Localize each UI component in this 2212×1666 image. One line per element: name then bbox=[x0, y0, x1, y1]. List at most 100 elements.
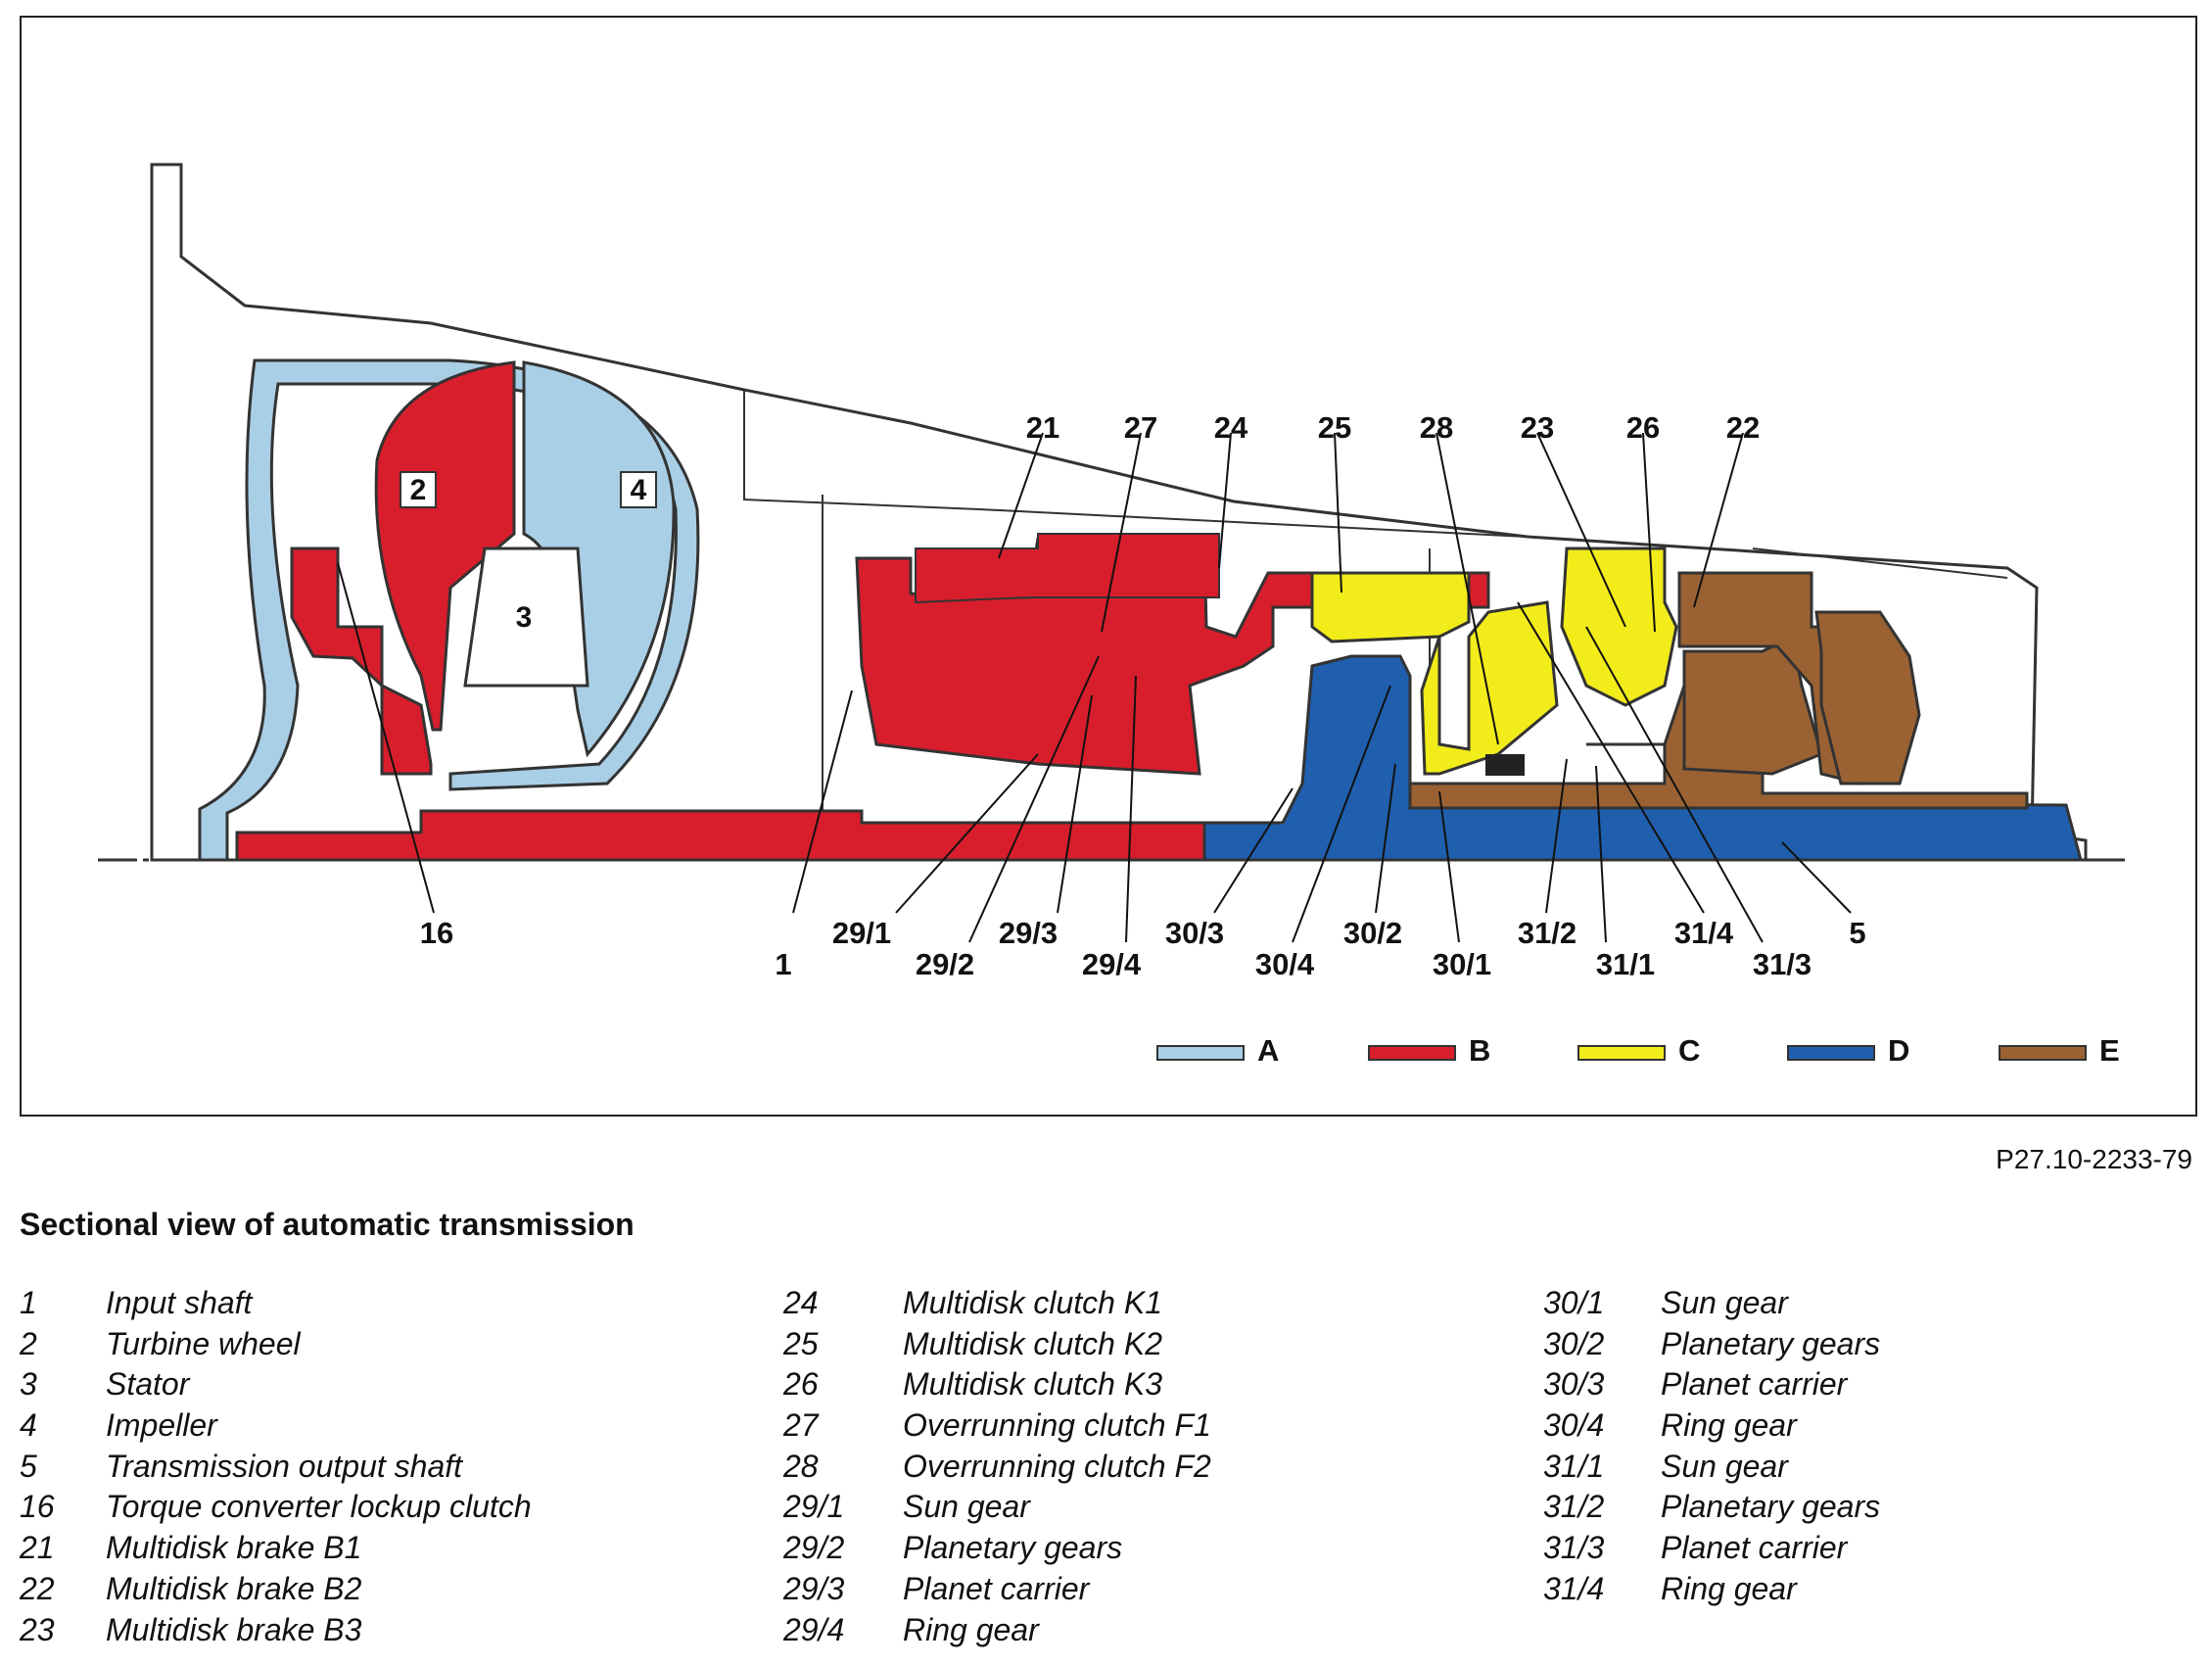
legend-number: 21 bbox=[20, 1530, 55, 1566]
leader-lines bbox=[337, 432, 1852, 943]
clutch-K2-C bbox=[1310, 571, 1559, 776]
key-swatch-B bbox=[1368, 1045, 1456, 1061]
legend-item: 29/4 Ring gear bbox=[783, 1610, 1211, 1651]
legend-label: Sun gear bbox=[1661, 1448, 1788, 1484]
legend-number: 16 bbox=[20, 1489, 55, 1525]
key-letter-D: D bbox=[1888, 1033, 1909, 1068]
legend-label: Input shaft bbox=[106, 1285, 253, 1320]
legend-number: 31/3 bbox=[1543, 1530, 1605, 1566]
callout-27: 27 bbox=[1124, 410, 1157, 445]
legend-label: Transmission output shaft bbox=[106, 1448, 463, 1484]
legend-number: 27 bbox=[783, 1407, 819, 1444]
callout-29-4: 29/4 bbox=[1082, 947, 1142, 981]
stator bbox=[463, 547, 589, 688]
key-letter-B: B bbox=[1469, 1033, 1490, 1068]
legend-label: Ring gear bbox=[1661, 1570, 1797, 1606]
legend-item: 16 Torque converter lockup clutch bbox=[20, 1487, 532, 1528]
label-impeller: 4 bbox=[631, 474, 647, 506]
legend-label: Planetary gears bbox=[1661, 1325, 1881, 1361]
legend-item: 30/2 Planetary gears bbox=[1543, 1324, 1880, 1365]
callout-5: 5 bbox=[1849, 916, 1865, 950]
legend-number: 29/2 bbox=[783, 1530, 845, 1566]
legend-label: Torque converter lockup clutch bbox=[106, 1489, 532, 1525]
key-letter-E: E bbox=[2099, 1033, 2120, 1068]
legend-item: 31/4 Ring gear bbox=[1543, 1569, 1880, 1610]
legend-label: Overrunning clutch F1 bbox=[903, 1407, 1211, 1444]
legend-number: 22 bbox=[20, 1570, 55, 1606]
callout-31-2: 31/2 bbox=[1518, 916, 1577, 950]
legend-number: 31/2 bbox=[1543, 1489, 1605, 1525]
callout-22: 22 bbox=[1726, 410, 1760, 445]
legend-number: 1 bbox=[20, 1285, 37, 1320]
legend-label: Planet carrier bbox=[1661, 1530, 1848, 1566]
legend-item: 26 Multidisk clutch K3 bbox=[783, 1364, 1211, 1405]
output-carrier-E bbox=[1814, 610, 1921, 785]
callout-29-3: 29/3 bbox=[999, 916, 1058, 950]
label-stator: 3 bbox=[516, 601, 533, 634]
legend-number: 2 bbox=[20, 1325, 37, 1361]
overrunning-clutch-F2 bbox=[1485, 754, 1525, 776]
callout-1: 1 bbox=[775, 947, 791, 981]
legend-label: Ring gear bbox=[903, 1611, 1039, 1647]
legend-label: Multidisk brake B2 bbox=[106, 1570, 362, 1606]
legend-label: Impeller bbox=[106, 1407, 217, 1444]
legend-number: 26 bbox=[783, 1366, 819, 1403]
legend-label: Turbine wheel bbox=[106, 1325, 301, 1361]
legend-item: 4 Impeller bbox=[20, 1405, 532, 1447]
legend-label: Stator bbox=[106, 1366, 190, 1403]
legend-item: 5 Transmission output shaft bbox=[20, 1447, 532, 1488]
callout-29-1: 29/1 bbox=[832, 916, 891, 950]
key-swatch-D bbox=[1787, 1045, 1875, 1061]
transmission-section-diagram: 2 3 4 21 27 24 25 28 23 26 22 16 1 29/ bbox=[98, 163, 2125, 1068]
legend-number: 4 bbox=[20, 1407, 37, 1444]
turbine-B bbox=[374, 360, 516, 732]
legend-number: 29/4 bbox=[783, 1611, 845, 1647]
legend-label: Overrunning clutch F2 bbox=[903, 1448, 1211, 1484]
legend-item: 31/3 Planet carrier bbox=[1543, 1528, 1880, 1569]
legend-number: 3 bbox=[20, 1366, 37, 1403]
legend-number: 5 bbox=[20, 1448, 37, 1484]
callout-30-2: 30/2 bbox=[1343, 916, 1402, 950]
legend-label: Multidisk clutch K2 bbox=[903, 1325, 1162, 1361]
legend-label: Planet carrier bbox=[903, 1570, 1090, 1606]
key-swatch-C bbox=[1577, 1045, 1666, 1061]
key-swatch-E bbox=[1999, 1045, 2087, 1061]
legend-item: 3 Stator bbox=[20, 1364, 532, 1405]
legend-number: 30/1 bbox=[1543, 1285, 1605, 1320]
legend-label: Multidisk clutch K3 bbox=[903, 1366, 1162, 1403]
legend-label: Ring gear bbox=[1661, 1407, 1797, 1444]
figure-caption: Sectional view of automatic transmission bbox=[20, 1207, 635, 1242]
legend-label: Planet carrier bbox=[1661, 1366, 1848, 1403]
legend-item: 29/3 Planet carrier bbox=[783, 1569, 1211, 1610]
legend-number: 30/4 bbox=[1543, 1407, 1605, 1444]
label-box-impeller bbox=[620, 471, 657, 508]
input-shaft-B bbox=[235, 809, 1206, 862]
legend-label: Sun gear bbox=[1661, 1285, 1788, 1320]
legend-number: 31/4 bbox=[1543, 1570, 1605, 1606]
legend-number: 23 bbox=[20, 1611, 55, 1647]
legend-number: 30/2 bbox=[1543, 1325, 1605, 1361]
legend-number: 30/3 bbox=[1543, 1366, 1605, 1403]
callout-31-4: 31/4 bbox=[1674, 916, 1734, 950]
figure-reference-code: P27.10-2233-79 bbox=[1996, 1144, 2192, 1174]
callout-29-2: 29/2 bbox=[916, 947, 974, 981]
legend-number: 29/3 bbox=[783, 1570, 845, 1606]
callout-16: 16 bbox=[420, 916, 453, 950]
callout-31-3: 31/3 bbox=[1753, 947, 1812, 981]
legend-item: 27 Overrunning clutch F1 bbox=[783, 1405, 1211, 1447]
callout-30-1: 30/1 bbox=[1433, 947, 1491, 981]
callout-30-4: 30/4 bbox=[1255, 947, 1315, 981]
legend-item: 30/1 Sun gear bbox=[1543, 1283, 1880, 1324]
brake-B3-C bbox=[1560, 547, 1678, 707]
legend-item: 22 Multidisk brake B2 bbox=[20, 1569, 532, 1610]
callout-30-3: 30/3 bbox=[1165, 916, 1224, 950]
legend-column-1: 1 Input shaft 2 Turbine wheel 3 Stator 4 Imp… bbox=[20, 1283, 532, 1650]
